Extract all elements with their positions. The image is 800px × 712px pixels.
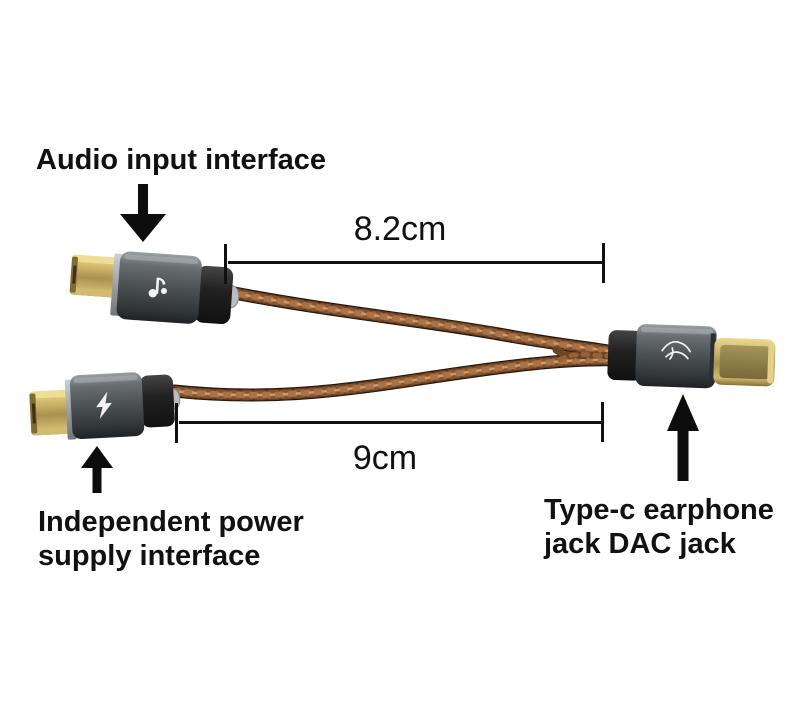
cable-lower-branch xyxy=(167,353,627,402)
dac-label-line2: jack DAC jack xyxy=(544,528,736,560)
dimension-bottom-line xyxy=(179,421,602,424)
dimension-top-value: 8.2cm xyxy=(353,210,447,248)
audio-input-label: Audio input interface xyxy=(36,144,326,176)
up-arrow-icon xyxy=(667,394,699,481)
lightning-bolt-icon xyxy=(96,391,112,420)
usb-c-plug xyxy=(69,254,118,298)
dimension-top-line xyxy=(228,261,603,264)
up-arrow-icon xyxy=(81,446,113,493)
dimension-top-right-tick xyxy=(602,243,605,283)
dac-label-line1: Type-c earphone xyxy=(544,494,774,526)
dimension-bottom-right-tick xyxy=(601,402,604,442)
dac-connector xyxy=(607,324,776,389)
audio-input-connector xyxy=(69,251,240,325)
housing xyxy=(635,324,717,389)
brand-emblem-icon xyxy=(661,341,692,360)
usb-c-plug xyxy=(29,389,74,436)
strain-relief xyxy=(194,265,234,325)
usb-c-plug xyxy=(713,337,776,387)
music-note-icon xyxy=(148,277,167,298)
dimension-bottom-value: 9cm xyxy=(352,439,418,477)
dimension-top-left-tick xyxy=(224,244,227,284)
down-arrow-icon xyxy=(120,184,166,242)
housing xyxy=(116,251,202,324)
dac-label: Type-c earphone jack DAC jack xyxy=(544,493,774,561)
power-label-line2: supply interface xyxy=(38,540,261,572)
strain-relief xyxy=(139,374,175,428)
power-connector xyxy=(29,372,181,440)
dimension-bottom-left-tick xyxy=(175,403,178,443)
power-label-line1: Independent power xyxy=(38,506,304,538)
cable-upper-branch xyxy=(217,284,627,360)
strain-relief xyxy=(607,330,643,381)
power-label: Independent power supply interface xyxy=(38,505,304,573)
